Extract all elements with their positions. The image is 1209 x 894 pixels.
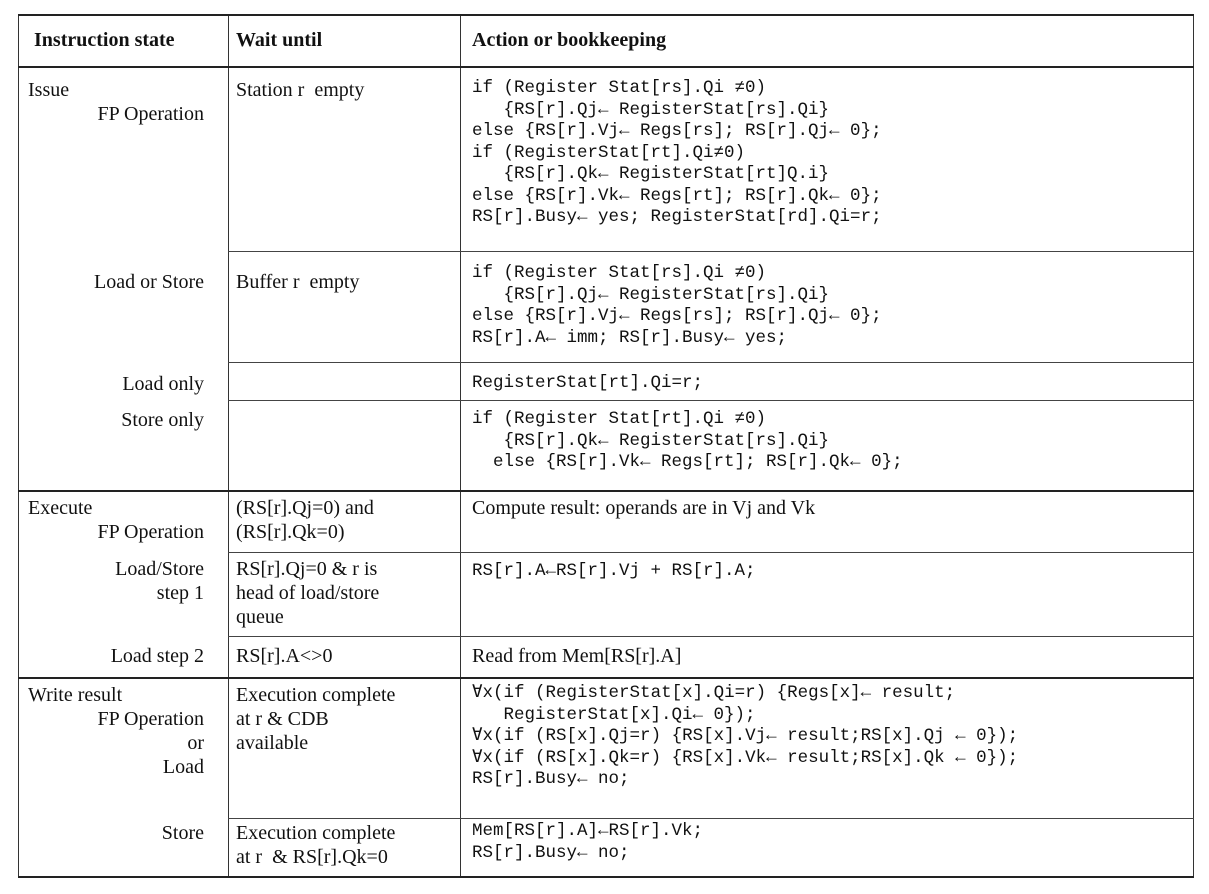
wait-line: Buffer r empty xyxy=(236,271,360,293)
header-divider xyxy=(18,66,1194,68)
wait-until-cell: (RS[r].Qj=0) and(RS[r].Qk=0) xyxy=(236,496,374,544)
instruction-state-cell: Store only xyxy=(28,408,204,432)
action-line: ∀x(if (RS[x].Qj=r) {RS[x].Vj← result;RS[… xyxy=(472,726,1019,746)
state-line: Load xyxy=(162,756,204,778)
instruction-state-cell: Load only xyxy=(28,372,204,396)
row-divider xyxy=(228,818,1194,819)
state-line: FP Operation xyxy=(97,708,204,730)
wait-until-cell: Buffer r empty xyxy=(236,270,360,294)
header-action: Action or bookkeeping xyxy=(472,29,667,51)
instruction-state-cell: Issue FP Operation xyxy=(28,78,204,126)
action-cell: ∀x(if (RegisterStat[x].Qi=r) {Regs[x]← r… xyxy=(472,683,1018,791)
action-line: RS[r].A← imm; RS[r].Busy← yes; xyxy=(472,327,788,348)
action-line: ∀x(if (RS[x].Qk=r) {RS[x].Vk← result;RS[… xyxy=(472,747,1019,768)
state-line: Issue xyxy=(28,79,70,101)
instruction-state-cell: Load step 2 xyxy=(28,644,204,668)
wait-line: Execution complete xyxy=(236,684,396,706)
wait-line: available xyxy=(236,732,309,754)
row-divider xyxy=(228,251,1194,252)
action-line: Read from Mem[RS[r].A] xyxy=(472,645,682,667)
table-left-border xyxy=(18,16,19,876)
instruction-state-cell: Load or Store xyxy=(28,270,204,294)
action-line: else {RS[r].Vj← Regs[rs]; RS[r].Qj← 0}; xyxy=(472,121,882,141)
action-line: Compute result: operands are in Vj and V… xyxy=(472,497,816,519)
wait-line: at r & RS[r].Qk=0 xyxy=(236,846,388,868)
action-cell: RegisterStat[rt].Qi=r; xyxy=(472,373,703,395)
state-line: step 1 xyxy=(156,582,204,604)
wait-line: RS[r].A<>0 xyxy=(236,645,333,667)
action-line: else {RS[r].Vk← Regs[rt]; RS[r].Qk← 0}; xyxy=(472,185,882,206)
reservation-station-table: Instruction state Wait until Action or b… xyxy=(18,14,1194,878)
state-line: or xyxy=(187,732,204,754)
state-line: Execute xyxy=(28,497,93,519)
action-line: RegisterStat[rt].Qi=r; xyxy=(472,373,704,393)
action-line: {RS[r].Qj← RegisterStat[rs].Qi} xyxy=(472,284,830,305)
action-line: Mem[RS[r].A]←RS[r].Vk; xyxy=(472,821,704,841)
row-divider xyxy=(228,400,1194,401)
instruction-state-cell: Store xyxy=(28,821,204,845)
action-line: else {RS[r].Vj← Regs[rs]; RS[r].Qj← 0}; xyxy=(472,306,882,326)
state-line: FP Operation xyxy=(97,103,204,125)
action-line: {RS[r].Qk← RegisterStat[rs].Qi} xyxy=(472,430,830,451)
state-line: Load step 2 xyxy=(110,645,204,667)
wait-line: (RS[r].Qk=0) xyxy=(236,521,345,543)
row-divider xyxy=(228,552,1194,553)
state-line: Store xyxy=(161,822,204,844)
row-divider xyxy=(228,362,1194,363)
action-line: RS[r].Busy← no; xyxy=(472,769,630,789)
action-line: {RS[r].Qj← RegisterStat[rs].Qi} xyxy=(472,99,830,120)
action-line: RS[r].A←RS[r].Vj + RS[r].A; xyxy=(472,561,756,581)
action-cell: if (Register Stat[rt].Qi ≠0) {RS[r].Qk← … xyxy=(472,409,903,474)
wait-line: head of load/store xyxy=(236,582,380,604)
wait-line: RS[r].Qj=0 & r is xyxy=(236,558,378,580)
wait-line: Station r empty xyxy=(236,79,365,101)
action-line: {RS[r].Qk← RegisterStat[rt]Q.i} xyxy=(472,164,830,184)
action-line: if (RegisterStat[rt].Qi≠0) xyxy=(472,142,746,163)
section-divider xyxy=(18,490,1194,492)
state-line: Store only xyxy=(121,409,204,431)
wait-line: queue xyxy=(236,606,284,628)
action-line: if (Register Stat[rs].Qi ≠0) xyxy=(472,263,767,283)
column-divider-state xyxy=(228,16,229,876)
table-right-border xyxy=(1193,16,1194,876)
action-line: RegisterStat[x].Qi← 0}); xyxy=(472,704,756,725)
wait-line: (RS[r].Qj=0) and xyxy=(236,497,374,519)
action-line: else {RS[r].Vk← Regs[rt]; RS[r].Qk← 0}; xyxy=(472,452,903,472)
action-cell: Mem[RS[r].A]←RS[r].Vk;RS[r].Busy← no; xyxy=(472,821,703,864)
state-line: FP Operation xyxy=(97,521,204,543)
action-cell: if (Register Stat[rs].Qi ≠0) {RS[r].Qj← … xyxy=(472,78,882,229)
state-line: Load only xyxy=(122,373,204,395)
action-line: if (Register Stat[rs].Qi ≠0) xyxy=(472,78,767,98)
wait-line: Execution complete xyxy=(236,822,396,844)
action-cell: Compute result: operands are in Vj and V… xyxy=(472,496,815,520)
section-divider xyxy=(18,677,1194,679)
state-line: Load or Store xyxy=(94,271,204,293)
column-divider-wait xyxy=(460,16,461,876)
state-line: Load/Store xyxy=(115,558,204,580)
row-divider xyxy=(228,636,1194,637)
header-wait-until: Wait until xyxy=(236,29,323,51)
action-line: RS[r].Busy← no; xyxy=(472,842,630,863)
action-line: if (Register Stat[rt].Qi ≠0) xyxy=(472,409,767,429)
header-instruction-state: Instruction state xyxy=(34,29,175,51)
action-cell: Read from Mem[RS[r].A] xyxy=(472,644,681,668)
wait-line: at r & CDB xyxy=(236,708,329,730)
action-line: ∀x(if (RegisterStat[x].Qi=r) {Regs[x]← r… xyxy=(472,683,956,703)
action-cell: RS[r].A←RS[r].Vj + RS[r].A; xyxy=(472,561,756,583)
wait-until-cell: Station r empty xyxy=(236,78,364,102)
action-cell: if (Register Stat[rs].Qi ≠0) {RS[r].Qj← … xyxy=(472,263,882,349)
state-line: Write result xyxy=(28,684,123,706)
wait-until-cell: RS[r].A<>0 xyxy=(236,644,332,668)
action-line: RS[r].Busy← yes; RegisterStat[rd].Qi=r; xyxy=(472,207,882,227)
